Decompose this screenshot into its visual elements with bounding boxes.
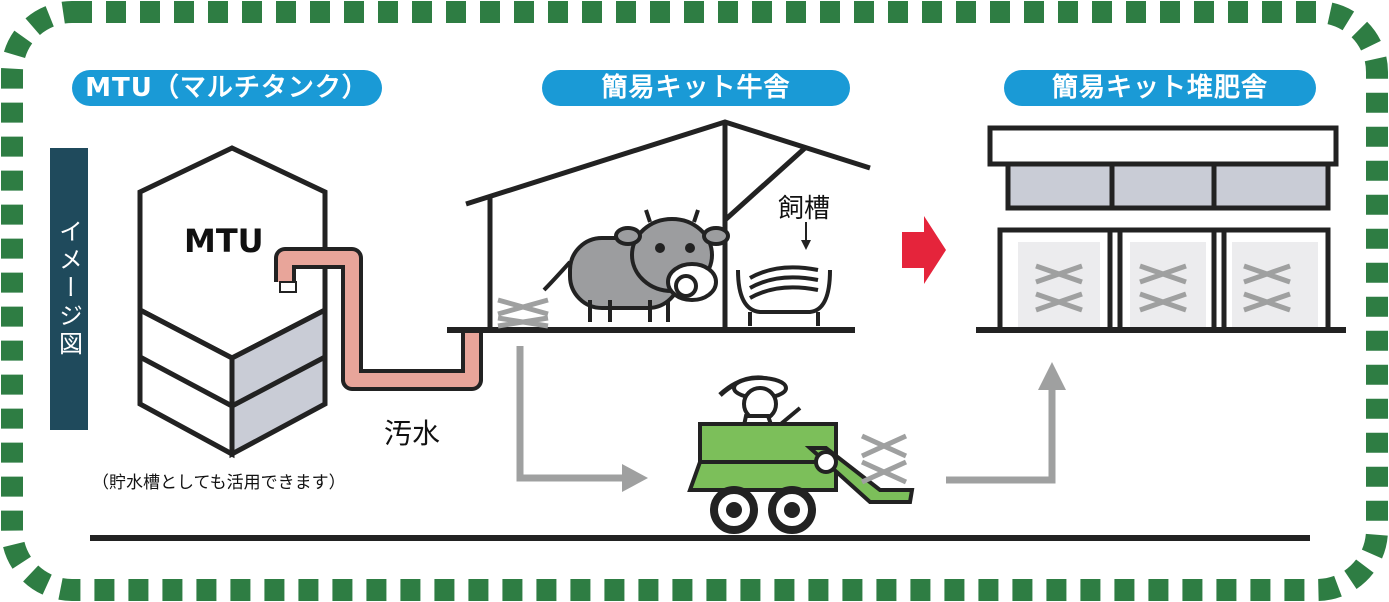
- tank-note: （貯水槽としても活用できます）: [92, 473, 346, 493]
- arrow-icon: [1038, 362, 1066, 390]
- arrow-icon: [622, 464, 648, 492]
- hay-icon: [1035, 263, 1291, 313]
- feed-trough-icon: [736, 265, 832, 326]
- hay-icon: [860, 433, 908, 485]
- side-label: イメージ図: [50, 148, 88, 430]
- flow-arrow-to-loader: [516, 346, 624, 482]
- barn-header: 簡易キット牛舎: [542, 70, 850, 106]
- feed-trough-label: 飼槽: [778, 194, 831, 224]
- trough-pointer-arrow: [801, 222, 811, 250]
- hay-icon: [497, 297, 549, 329]
- red-arrow-icon: [902, 216, 946, 284]
- tank-label: MTU: [184, 222, 264, 260]
- compost-header: 簡易キット堆肥舎: [1004, 70, 1316, 106]
- mtu-header: MTU（マルチタンク）: [72, 70, 382, 106]
- cow-icon: [542, 209, 730, 322]
- compost-shed-icon: [976, 125, 1346, 333]
- flow-arrow-to-compost: [946, 388, 1056, 484]
- wastewater-label: 汚水: [384, 417, 441, 450]
- pipe-icon: [274, 247, 483, 391]
- barn-icon: [447, 119, 871, 333]
- tank-icon: [137, 145, 328, 459]
- loader-icon: [687, 375, 915, 534]
